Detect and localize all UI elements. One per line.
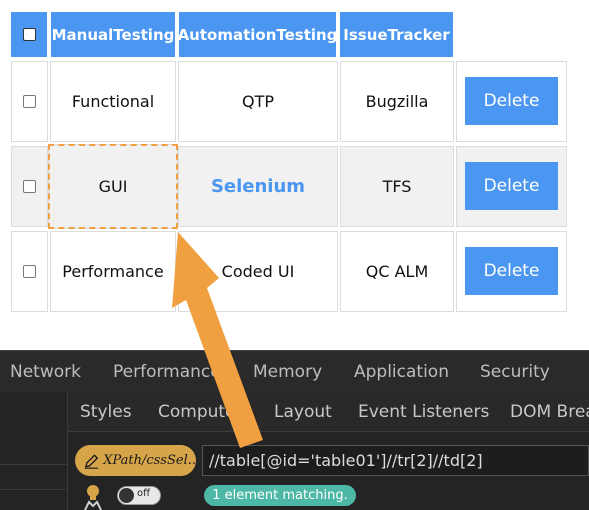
row3-manual-cell: Performance — [50, 231, 176, 312]
select-all-header — [11, 12, 47, 57]
devtools-subtab-bar: Styles Computed Layout Event Listeners D… — [68, 392, 589, 432]
row2-delete-button[interactable]: Delete — [465, 162, 558, 210]
lightbulb-icon[interactable] — [80, 483, 106, 510]
devtools-left-pane — [0, 392, 68, 510]
header-issue-tracker: IssueTracker — [340, 12, 453, 57]
subtab-computed[interactable]: Computed — [158, 402, 247, 422]
row1-checkbox-cell — [11, 61, 48, 142]
tab-performance[interactable]: Performance — [113, 362, 221, 382]
match-count-badge: 1 element matching. — [204, 485, 356, 506]
row3-tracker-cell: QC ALM — [340, 231, 454, 312]
row2-tracker-cell: TFS — [340, 146, 454, 227]
header-automation-testing: AutomationTesting — [178, 12, 337, 57]
devtools-tab-bar: Network Performance Memory Application S… — [0, 350, 589, 392]
row1-delete-button[interactable]: Delete — [465, 77, 558, 125]
row3-checkbox[interactable] — [23, 265, 36, 278]
header-manual-testing: ManualTesting — [51, 12, 175, 57]
left-pane-divider — [0, 464, 68, 465]
tab-network[interactable]: Network — [10, 362, 81, 382]
tab-security[interactable]: Security — [480, 362, 550, 382]
row1-action-cell — [456, 61, 567, 142]
row3-automation-cell: Coded UI — [178, 231, 338, 312]
row2-automation-cell: Selenium — [178, 146, 338, 227]
pencil-icon — [84, 453, 99, 469]
toggle-knob — [119, 488, 134, 503]
row3-delete-button[interactable]: Delete — [465, 247, 558, 295]
select-all-checkbox[interactable] — [22, 28, 36, 41]
left-pane-divider — [0, 489, 68, 490]
row2-checkbox-cell — [11, 146, 48, 227]
xpath-button-label: XPath/cssSel.. — [103, 453, 196, 468]
toggle-label: off — [137, 488, 151, 499]
web-table: ManualTesting AutomationTesting IssueTra… — [11, 12, 567, 312]
xpath-input[interactable]: //table[@id='table01']//tr[2]//td[2] — [202, 445, 589, 476]
subtab-layout[interactable]: Layout — [274, 402, 332, 422]
row1-tracker-cell: Bugzilla — [340, 61, 454, 142]
xpath-selector-button[interactable]: XPath/cssSel.. — [75, 445, 196, 476]
row2-checkbox[interactable] — [23, 180, 36, 193]
row2-manual-cell: GUI — [48, 144, 178, 229]
subtab-dom-breakpoints[interactable]: DOM Brea — [510, 402, 589, 422]
row3-checkbox-cell — [11, 231, 48, 312]
tab-application[interactable]: Application — [354, 362, 449, 382]
row3-action-cell — [456, 231, 567, 312]
subtab-event-listeners[interactable]: Event Listeners — [358, 402, 490, 422]
subtab-styles[interactable]: Styles — [80, 402, 132, 422]
toggle-switch[interactable]: off — [117, 486, 161, 505]
highlighted-cell-text: Selenium — [210, 176, 306, 197]
row1-checkbox[interactable] — [23, 95, 36, 108]
row1-manual-cell: Functional — [50, 61, 176, 142]
row1-automation-cell: QTP — [178, 61, 338, 142]
tab-memory[interactable]: Memory — [253, 362, 323, 382]
